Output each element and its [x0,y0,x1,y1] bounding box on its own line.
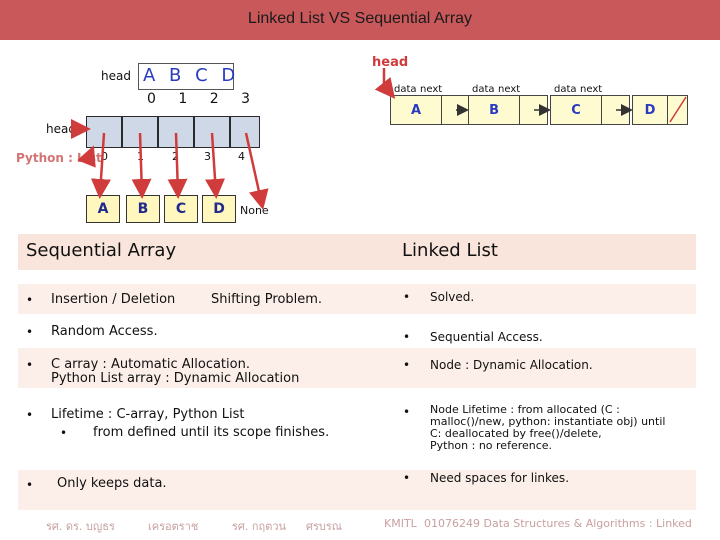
left-item-4b: from defined until its scope finishes. [93,425,330,440]
array-indices: 0 1 2 3 [147,91,259,107]
node-a-data-label: data [394,84,417,95]
node-b-value: B [469,96,521,124]
table-header [18,234,696,270]
left-item-5: Only keeps data. [57,476,167,491]
ll-head-label: head [372,55,409,70]
right-bullet: • [403,471,411,485]
right-item-2: Sequential Access. [430,330,543,344]
node-d: D [632,95,688,125]
python-label-arrow [77,145,96,168]
title-bar [0,0,720,40]
footer-institution: KMITL [384,517,417,530]
linked-list-header: Linked List [402,240,498,261]
cell2-arrow [167,132,188,199]
node-b-next-label: next [498,84,521,95]
left-sub-bullet: • [60,426,68,440]
right-item-5: Need spaces for linkes. [430,471,570,485]
right-item-4-line-3: C: deallocated by free()/delete, [430,427,602,440]
left-bullet: • [26,408,34,422]
table-band-1 [18,284,696,314]
right-bullet: • [403,405,411,419]
cell3-arrow [205,132,225,199]
node-a-value: A [391,96,443,124]
node-d-value: D [633,96,669,124]
table-band-3 [18,470,696,510]
object-b: B [126,195,160,223]
cell4-arrow [244,132,269,210]
left-bullet: • [26,293,34,307]
right-item-3: Node : Dynamic Allocation. [430,358,593,372]
array-box [138,63,234,90]
list-index-3: 3 [204,150,211,163]
footer-course: 01076249 Data Structures & Algorithms : … [424,517,692,530]
left-item-2: Random Access. [51,324,158,339]
left-bullet: • [26,478,34,492]
left-item-1: Insertion / Deletion [51,292,176,307]
left-item-1b: Shifting Problem. [211,292,323,307]
list-cell-4 [230,116,260,148]
cell0-arrow [91,132,111,199]
cell1-arrow [131,132,152,199]
table-band-2 [18,348,696,388]
node-c: C [550,95,630,125]
footer-author-3: รศ. กฤตวน [232,520,287,533]
footer-author-4: ศรบรณ [306,520,342,533]
footer-author-2: เครอตราช [148,520,199,533]
node-c-value: C [551,96,603,124]
left-bullet: • [26,325,34,339]
right-item-4-line-1: Node Lifetime : from allocated (C : [430,403,620,416]
object-d: D [202,195,236,223]
ll-head-arrow [374,68,396,99]
array-letters: A B C D [143,65,240,86]
comparison-table: Sequential Array Linked List • Insertion… [18,234,696,514]
array-head-label: head [101,69,131,83]
node-c-next-label: next [580,84,603,95]
object-c: C [164,195,198,223]
left-item-3: C array : Automatic Allocation. [51,357,250,372]
node-a-next-label: next [420,84,443,95]
node-c-data-label: data [554,84,577,95]
footer-author-1: รศ. ดร. บญธร [46,520,115,533]
left-bullet: • [26,358,34,372]
diagram-arrows [71,68,687,210]
left-item-3b: Python List array : Dynamic Allocation [51,371,300,386]
left-item-4: Lifetime : C-array, Python List [51,407,245,422]
right-bullet: • [403,290,411,304]
node-b-data-label: data [472,84,495,95]
right-item-4-line-2: malloc()/new, python: instantiate obj) u… [430,415,666,428]
null-slash [669,96,687,123]
right-item-4-line-4: Python : no reference. [430,439,553,452]
right-bullet: • [403,330,411,344]
list-index-2: 2 [172,150,179,163]
list-index-4: 4 [238,150,245,163]
python-head-label: head [46,122,76,136]
slide-title: Linked List VS Sequential Array [247,10,473,27]
list-index-0: 0 [101,150,108,163]
right-item-1: Solved. [430,290,475,304]
right-bullet: • [403,358,411,372]
sequential-array-header: Sequential Array [26,240,177,261]
